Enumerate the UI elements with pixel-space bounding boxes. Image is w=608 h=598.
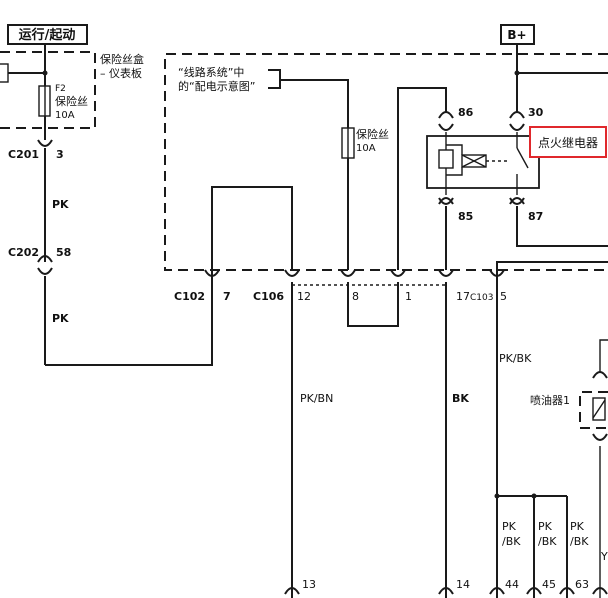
connector-c202-label: C202 — [8, 246, 39, 259]
run-crank-box — [7, 24, 88, 45]
branch-c-bk: /BK — [570, 535, 589, 548]
power-ref-line-2: 的“配电示意图” — [178, 79, 255, 93]
connector-c106-pin-8-icon — [340, 269, 356, 277]
fuse-2-rating: 10A — [356, 143, 376, 154]
relay-pin-87-icon — [509, 197, 525, 205]
wire-bk-label: BK — [452, 392, 469, 405]
injector-1-label: 喷油器1 — [530, 393, 570, 407]
connector-c106-pin-17: 17 — [456, 290, 470, 303]
partial-wire-label: Y — [600, 550, 608, 563]
b-plus-label: B+ — [507, 28, 526, 42]
connector-c202-pin: 58 — [56, 246, 71, 259]
connector-c106-pin-17-icon — [438, 269, 454, 277]
bottom-pin-13-icon — [284, 587, 300, 595]
bottom-pin-13: 13 — [302, 578, 316, 591]
fuse-box-title-2: – 仪表板 — [100, 66, 142, 80]
connector-c106-label: C106 — [253, 290, 284, 303]
connector-c102-icon — [204, 269, 220, 277]
relay-pin-86-label: 86 — [458, 106, 474, 119]
main-module-outline — [164, 53, 608, 271]
branch-b-bk: /BK — [538, 535, 557, 548]
ignition-relay-body — [426, 135, 540, 189]
bottom-pin-14: 14 — [456, 578, 470, 591]
relay-pin-85-icon — [438, 197, 454, 205]
run-crank-label: 运行/起动 — [19, 27, 76, 43]
bottom-pin-45: 45 — [542, 578, 556, 591]
wire-pk-label-1: PK — [52, 198, 69, 211]
fuse-box-partial-block — [0, 63, 9, 83]
relay-pin-30-label: 30 — [528, 106, 544, 119]
connector-c106-pin-8: 8 — [352, 290, 359, 303]
branch-a-pk: PK — [502, 520, 517, 533]
relay-pin-87-label: 87 — [528, 210, 543, 223]
injector-1-bottom-pin-icon — [592, 433, 608, 441]
branch-c-pk: PK — [570, 520, 585, 533]
wire-pk-label-2: PK — [52, 312, 69, 325]
connector-c201-label: C201 — [8, 148, 39, 161]
bottom-pin-45-icon — [526, 587, 542, 595]
relay-pin-30-icon — [509, 111, 525, 119]
connector-c202-bottom-icon — [37, 267, 53, 275]
bottom-pin-44-icon — [489, 587, 505, 595]
connector-c106-pin-1-icon — [390, 269, 406, 277]
connector-c106-pin-12: 12 — [297, 290, 311, 303]
injector-1-top-pin-icon — [592, 371, 608, 379]
bottom-pin-44: 44 — [505, 578, 519, 591]
fuse-box-title-1: 保险丝盒 — [100, 52, 144, 66]
fuse-f2-word: 保险丝 — [55, 94, 88, 108]
injector-1-icon — [592, 397, 606, 421]
bottom-pin-partial-icon — [592, 587, 608, 595]
connector-c201-pin: 3 — [56, 148, 64, 161]
connector-c106-pin-1: 1 — [405, 290, 412, 303]
fuse-f2-id: F2 — [55, 84, 66, 94]
connector-c106-pin-12-icon — [284, 269, 300, 277]
branch-b-pk: PK — [538, 520, 553, 533]
relay-pin-86-icon — [438, 111, 454, 119]
bottom-pin-63: 63 — [575, 578, 589, 591]
fuse-2-word: 保险丝 — [356, 127, 389, 141]
ignition-relay-highlight — [529, 126, 607, 158]
bottom-pin-63-icon — [559, 587, 575, 595]
connector-c103-pin: 5 — [500, 290, 507, 303]
power-ref-line-1: “线路系统”中 — [178, 65, 244, 79]
connector-c102-label: C102 — [174, 290, 205, 303]
connector-c103-label: C103 — [470, 293, 493, 303]
wire-pk-bn-label: PK/BN — [300, 392, 333, 405]
connector-c201-icon — [37, 139, 53, 147]
fuse-box-outline — [0, 51, 96, 129]
wire-pk-bk-label: PK/BK — [499, 352, 532, 365]
branch-a-bk: /BK — [502, 535, 521, 548]
relay-pin-85-label: 85 — [458, 210, 473, 223]
connector-c202-top-icon — [37, 255, 53, 263]
ignition-relay-label: 点火继电器 — [538, 136, 598, 150]
relay-switch-icon — [516, 147, 529, 169]
bottom-pin-14-icon — [438, 587, 454, 595]
connector-c102-pin: 7 — [223, 290, 231, 303]
fuse-f2-rating: 10A — [55, 110, 75, 121]
